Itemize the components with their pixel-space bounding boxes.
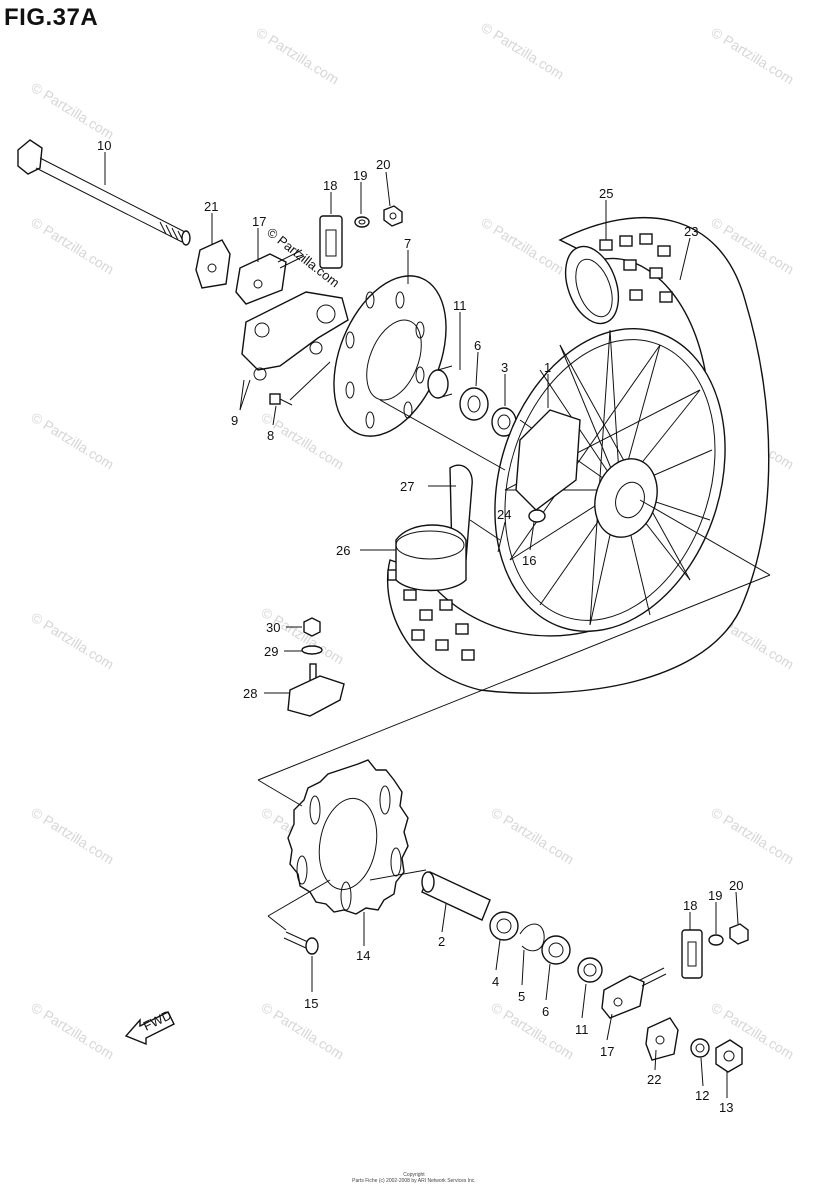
copyright-footer: Copyright Parts Fiche (c) 2002-2008 by A… bbox=[0, 1172, 828, 1184]
callout-29: 29 bbox=[264, 644, 278, 659]
callout-18-bottom: 18 bbox=[683, 898, 697, 913]
callout-11-top: 11 bbox=[453, 298, 467, 313]
watermark: © Partzilla.com bbox=[28, 609, 116, 673]
watermark: © Partzilla.com bbox=[708, 24, 796, 88]
callout-26: 26 bbox=[336, 543, 350, 558]
watermark: © Partzilla.com bbox=[478, 19, 566, 83]
sprocket-14-part bbox=[287, 759, 409, 915]
watermark: © Partzilla.com bbox=[28, 79, 116, 143]
washer-nut-bottom-parts bbox=[690, 1038, 743, 1073]
callout-16: 16 bbox=[522, 553, 536, 568]
figure-title: FIG.37A bbox=[4, 4, 99, 31]
watermark: © Partzilla.com bbox=[28, 804, 116, 868]
callout-1: 1 bbox=[544, 360, 551, 375]
callout-7: 7 bbox=[404, 236, 411, 251]
callout-25: 25 bbox=[599, 186, 613, 201]
watermark: © Partzilla.com bbox=[253, 24, 341, 88]
callout-19-top: 19 bbox=[353, 168, 367, 183]
callout-23: 23 bbox=[684, 224, 698, 239]
plate-21-part bbox=[195, 239, 231, 289]
rim-lock-parts bbox=[287, 617, 345, 717]
leader-lines bbox=[239, 361, 771, 931]
callout-5: 5 bbox=[518, 989, 525, 1004]
forward-arrow-icon: FWD bbox=[124, 1007, 175, 1046]
hub-bearings-bottom-parts bbox=[489, 911, 603, 983]
callout-20-bottom: 20 bbox=[729, 878, 743, 893]
copyright-line-2: Parts Fiche (c) 2002-2008 by ARI Network… bbox=[352, 1178, 476, 1184]
callout-6-top: 6 bbox=[474, 338, 481, 353]
callout-18-top: 18 bbox=[323, 178, 337, 193]
adjuster-17-bottom-part bbox=[601, 967, 667, 1019]
callout-labels: 10 21 17 18 19 20 7 25 23 11 6 3 1 9 8 2… bbox=[97, 138, 743, 1115]
callout-17-bottom: 17 bbox=[600, 1044, 614, 1059]
callout-14: 14 bbox=[356, 948, 370, 963]
watermark: © Partzilla.com bbox=[478, 214, 566, 278]
callout-21: 21 bbox=[204, 199, 218, 214]
watermark: © Partzilla.com bbox=[488, 804, 576, 868]
callout-27: 27 bbox=[400, 479, 414, 494]
watermark: © Partzilla.com bbox=[258, 999, 346, 1063]
plate-22-part bbox=[645, 1017, 679, 1061]
inner-tube-26-part bbox=[395, 524, 467, 592]
callout-30: 30 bbox=[266, 620, 280, 635]
callout-13: 13 bbox=[719, 1100, 733, 1115]
nipple-16-part bbox=[528, 509, 546, 523]
callout-17-top: 17 bbox=[252, 214, 266, 229]
adjuster-17-top-part bbox=[235, 249, 305, 305]
callout-22: 22 bbox=[647, 1072, 661, 1087]
callout-3: 3 bbox=[501, 360, 508, 375]
watermark: © Partzilla.com bbox=[28, 999, 116, 1063]
callout-10: 10 bbox=[97, 138, 111, 153]
axle-part bbox=[17, 139, 191, 246]
callout-8: 8 bbox=[267, 428, 274, 443]
bolt-8-part bbox=[269, 393, 293, 406]
callout-24: 24 bbox=[497, 507, 511, 522]
callout-2: 2 bbox=[438, 934, 445, 949]
callout-leaders bbox=[104, 152, 739, 1098]
copyright-line-1: Copyright bbox=[403, 1172, 425, 1178]
callout-20-top: 20 bbox=[376, 157, 390, 172]
caliper-bracket-9-part bbox=[241, 291, 349, 381]
callout-9: 9 bbox=[231, 413, 238, 428]
watermark: © Partzilla.com bbox=[28, 214, 116, 278]
brake-disc-7-part bbox=[333, 275, 447, 437]
watermark: © Partzilla.com bbox=[708, 804, 796, 868]
spacer-2-part bbox=[421, 871, 491, 921]
chain-adjuster-top-parts bbox=[319, 205, 403, 269]
callout-11-bottom: 11 bbox=[575, 1022, 589, 1037]
bolt-15-part bbox=[283, 931, 319, 955]
watermark: © Partzilla.com bbox=[488, 999, 576, 1063]
callout-15: 15 bbox=[304, 996, 318, 1011]
rear-wheel-assembly bbox=[386, 216, 770, 694]
watermark: © Partzilla.com bbox=[28, 409, 116, 473]
callout-6-bottom: 6 bbox=[542, 1004, 549, 1019]
chain-adjuster-bottom-parts bbox=[681, 923, 749, 979]
callout-19-bottom: 19 bbox=[708, 888, 722, 903]
callout-12: 12 bbox=[695, 1088, 709, 1103]
hub-bearings-top-parts bbox=[427, 365, 517, 437]
callout-4: 4 bbox=[492, 974, 499, 989]
callout-28: 28 bbox=[243, 686, 257, 701]
